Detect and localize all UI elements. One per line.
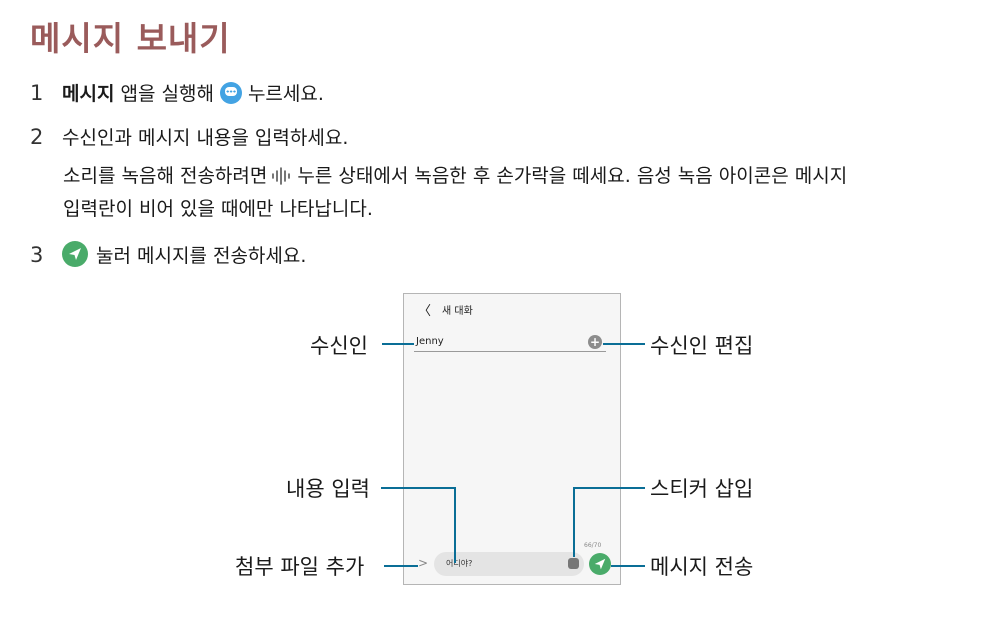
step-number: 1: [30, 81, 44, 105]
send-icon: [62, 241, 88, 267]
sticker-icon[interactable]: [568, 558, 579, 569]
add-recipient-icon[interactable]: +: [588, 335, 602, 349]
step-2-note-line-2: 입력란이 비어 있을 때에만 나타납니다.: [63, 198, 373, 220]
step-text: 앱을 실행해: [114, 83, 214, 105]
callout-line: [603, 343, 645, 345]
callout-edit-recipient: 수신인 편집: [650, 334, 754, 358]
phone-screen: 〈 새 대화 Jenny + 66/70 > 어디야?: [403, 293, 621, 585]
note-text: 소리를 녹음해 전송하려면: [63, 165, 268, 187]
message-input-text: 어디야?: [446, 559, 473, 568]
callout-recipient: 수신인: [310, 334, 368, 358]
callout-line: [573, 487, 575, 557]
callout-line: [382, 343, 414, 345]
char-counter: 66/70: [584, 542, 602, 549]
message-app-icon: [219, 82, 242, 104]
step-text: 수신인과 메시지 내용을 입력하세요.: [62, 127, 349, 149]
step-number: 3: [30, 243, 44, 267]
attach-icon[interactable]: >: [418, 556, 429, 570]
send-button[interactable]: [589, 553, 611, 575]
note-text: 누른 상태에서 녹음한 후 손가락을 떼세요. 음성 녹음 아이콘은 메시지: [297, 165, 848, 187]
voice-record-icon: [272, 167, 291, 185]
step-1: 1 메시지 앱을 실행해 누르세요.: [30, 78, 324, 110]
callout-insert-sticker: 스티커 삽입: [650, 477, 754, 501]
step-text: 눌러 메시지를 전송하세요.: [96, 245, 307, 267]
recipient-underline: [414, 351, 606, 352]
recipient-field[interactable]: Jenny: [416, 336, 444, 347]
callout-line: [384, 565, 418, 567]
step-number: 2: [30, 125, 44, 149]
callout-line: [381, 487, 456, 489]
app-name: 메시지: [62, 83, 115, 105]
step-2-note-line-1: 소리를 녹음해 전송하려면 누른 상태에서 녹음한 후 손가락을 떼세요. 음성 …: [63, 161, 847, 192]
callout-line: [611, 565, 645, 567]
callout-content-input: 내용 입력: [286, 477, 370, 501]
message-input[interactable]: 어디야?: [434, 552, 584, 576]
step-text: 누르세요.: [247, 83, 324, 105]
back-icon[interactable]: 〈: [418, 304, 432, 319]
conversation-title: 새 대화: [442, 306, 473, 317]
callout-line: [454, 487, 456, 563]
callout-attach-file: 첨부 파일 추가: [235, 555, 365, 579]
page-title: 메시지 보내기: [30, 19, 231, 58]
step-3: 3 눌러 메시지를 전송하세요.: [30, 240, 306, 272]
step-2: 2 수신인과 메시지 내용을 입력하세요.: [30, 122, 348, 154]
callout-send-message: 메시지 전송: [650, 555, 754, 579]
callout-line: [573, 487, 645, 489]
